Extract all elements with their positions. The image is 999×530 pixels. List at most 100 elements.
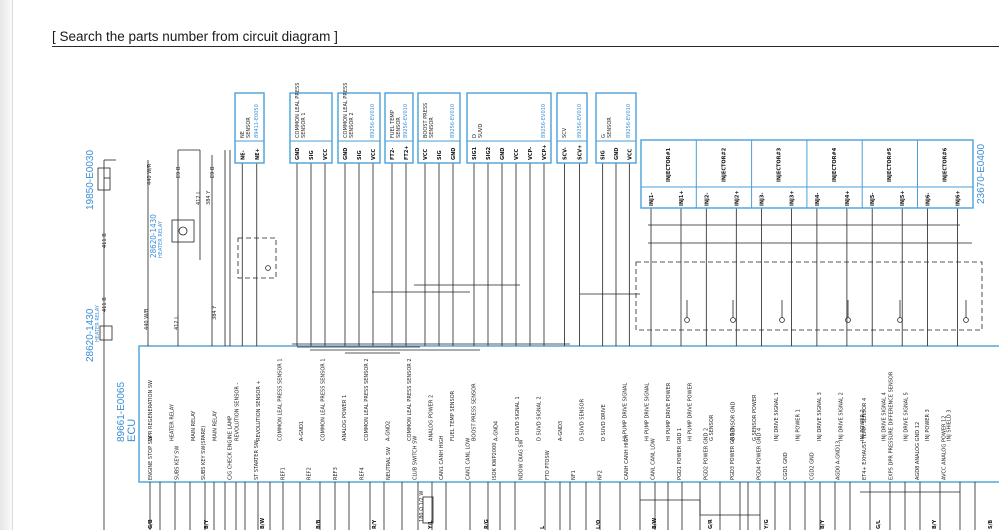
sensor-part-number[interactable]: 89256-EV010 [577,104,583,138]
sensor-box [384,92,414,164]
ecu-part-number[interactable]: 89661-E0065 [116,382,127,442]
ecu-top-pin-label: INJ DRIVE SIGNAL 1 [774,392,780,441]
wire-color-code: B/W [652,517,658,529]
sensor-name: SENSOR 1 [301,112,307,138]
wire-color-code: B/W [260,517,266,529]
ecu-top-pin-label: INJ DRIVE SIGNAL 4 [882,392,888,441]
ne-shield [237,237,277,279]
ecu-top-pin-label: ANALOG POWER 2 [429,395,435,441]
ecu-bottom-pin-label: PGD2 POWER GND 2 [703,428,709,480]
ecu-top-pin-label: D SUVD SIGNAL 2 [536,396,542,441]
ecu-bottom-pin-label: NF2 [598,470,604,480]
sensor-name: SENSOR 2 [349,112,355,138]
ecu-top-pin-label: INJ DRIVE SIGNAL 3 [817,392,823,441]
ecu-top-pin-label: A-GND2 [385,421,391,441]
sensor-part-number[interactable]: 89256-EV010 [626,104,632,138]
injector-name: INJECTOR#6 [943,147,949,182]
wire [640,499,760,516]
wire-color-code: S/B [988,520,994,529]
ecu-bottom-pin-label: NEUTRAL SW [386,447,392,480]
injector-pin: INJ6+ [956,190,962,206]
ecu-bottom-pin-label: ISOK KWP2000 [492,443,498,480]
sensor-name: G [601,134,607,138]
part-28620-1430-upper[interactable]: 28620-1430 [149,214,158,258]
sensor-part-number[interactable]: 89256-EV010 [370,104,376,138]
wire-color-code: G/R [708,519,714,529]
sensor-pin: SIG1 [472,146,478,160]
sensor-part-number[interactable]: 89411-E0050 [254,104,260,138]
relay-coil [178,226,188,236]
heater-relay-label-lower: HEATER RELAY [95,304,101,342]
ecu-bottom-pin-label: PGD1 POWER GND 1 [677,428,683,480]
injector-pin: INJ2- [704,193,710,206]
shield-ground [730,317,736,323]
sensor-part-number[interactable]: 89256-EV010 [403,104,409,138]
injector-name: INJECTOR#1 [666,147,672,182]
wire-label: 411 B [102,297,108,312]
sensor-part-number[interactable]: 89256-EV010 [541,104,547,138]
sensor-name: SCV [562,127,568,138]
ecu-bottom-pin-label: ET4+ EXHAUST TEMP. SENSOR 4 [862,398,868,480]
part-19850-e0030[interactable]: 19850-E0030 [85,150,96,210]
ecu-bottom-pin-label: CAN1 CANL LOW [465,438,471,480]
ecu-bottom-pin-label: REF4 [360,467,366,480]
ecu-top-pin-label: D SUVD SIGNAL 1 [515,396,521,441]
ecu-bottom-pin-label: AGD8 ANALOG GND 12 [915,422,921,480]
injector-pin: INJ5- [870,193,876,206]
injector-layer: 23670-E0400 INJECTOR#1 INJECTOR#2 INJECTOR#… [640,139,987,209]
wire-layer [97,149,983,530]
sensor-pin: SCV+ [578,145,584,160]
terminating-resistor [422,496,434,524]
sensor-pin: VCP+ [542,145,548,160]
ecu-top-pin-label: HEATER RELAY [170,403,176,441]
wire-color-code: B/Y [204,519,210,529]
ecu-top-pin-label: INJ POWER 3 [925,409,931,441]
ecu-top-pin-label: D SUVD SENSOR [580,398,586,441]
part-28620-1430-lower[interactable]: 28620-1430 [85,308,96,362]
sensor-pin: GND [295,148,301,160]
ecu-bottom-pin-label: CANH CANH HIGH [624,435,630,480]
ecu-top-pin-label: COMMON LEAL PRESS SENSOR 2 [364,358,370,441]
ecu-top-pin-label: INJ DRIVE SIGNAL 2 [839,392,845,441]
sensor-pin: GND [451,148,457,160]
ecu-top-pin-label: MAIN RELAY [191,410,197,441]
title-rule [52,46,999,47]
ecu-bottom-pin-label: PGD3 POWER GND 3 [730,428,736,480]
ecu-bottom-pin-label: CGD1 GND [783,452,789,480]
sensor-pin: VCC [323,148,329,160]
wire-label: E9 B [176,166,182,178]
wire-color-code: R/Y [372,519,378,529]
sensor-pin: SIG [601,150,607,160]
wire-color-code: B/Y [820,519,826,529]
injector-pin: INJ4+ [845,190,851,206]
ecu-bottom-pin-label: NDOW DIAG SW [518,439,524,480]
page-title: [ Search the parts number from circuit d… [52,29,338,44]
ecu-bottom-pin-label: PGD4 POWER GND 4 [756,428,762,480]
ecu-label: ECU [126,419,138,442]
injector-pin: INJ5+ [900,190,906,206]
shield-ground [779,317,785,323]
sensor-pin: SIG [357,150,363,160]
sensor-name: COMMON LEAL PRESS [295,83,301,138]
ecu-top-pin-label: ANALOG POWER 1 [342,395,348,441]
injector-name: INJECTOR#5 [887,147,893,182]
sensor-pin: SIG [437,150,443,160]
sensor-pin: VCP- [528,147,534,160]
ecu-top-pin-label: INJ POWER 1 [795,409,801,441]
ecu-top-pin-label: HI PUMP DRIVE SIGNAL [623,383,629,441]
sensor-pin: VCC [371,148,377,160]
ecu-top-pin-label: REVOLUTION SENSOR + [256,380,262,441]
injector-name: INJECTOR#4 [832,147,838,182]
injector-part-number[interactable]: 23670-E0400 [976,144,987,204]
ecu-top-pin-label: G SENSOR [709,414,715,441]
injector-name: INJECTOR#2 [721,147,727,182]
ecu-top-pin-label: G SENSOR GND [731,401,737,441]
sensor-part-number[interactable]: 89256-EV010 [450,104,456,138]
